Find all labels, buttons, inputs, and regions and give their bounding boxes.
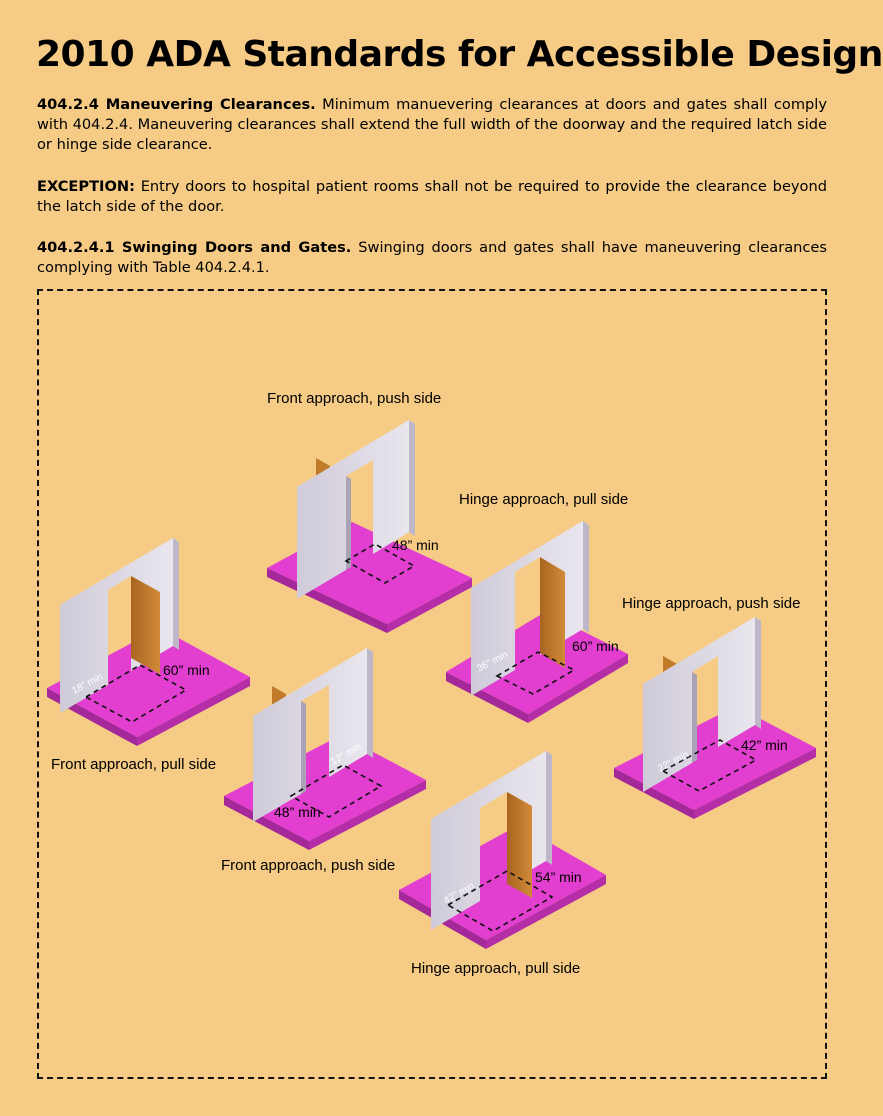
wall	[471, 521, 583, 696]
diagram-caption: Hinge approach, push side	[622, 595, 800, 612]
exception-heading: EXCEPTION:	[37, 178, 135, 195]
wall-side	[583, 521, 589, 633]
dimension-label: 42” min	[741, 737, 788, 753]
diagram-caption: Hinge approach, pull side	[459, 491, 628, 508]
wall-side	[409, 420, 415, 536]
exception-text: Entry doors to hospital patient rooms sh…	[37, 178, 827, 215]
wall-side	[755, 617, 761, 729]
section-heading: 404.2.4 Maneuvering Clearances.	[37, 96, 316, 113]
dimension-label: 60” min	[163, 662, 210, 678]
figure-frame	[37, 289, 827, 1079]
floor-side	[224, 796, 309, 850]
floor-side	[614, 768, 694, 819]
exception-paragraph: EXCEPTION: Entry doors to hospital patie…	[37, 177, 827, 217]
dimension-label: 48” min	[274, 804, 321, 820]
floor-side	[528, 654, 628, 723]
door	[540, 557, 565, 668]
clearance-zone	[344, 543, 416, 584]
floor-side	[387, 578, 472, 633]
wall-side	[546, 751, 552, 865]
floor-side	[486, 875, 606, 949]
floor	[224, 735, 426, 841]
doorway-jamb	[346, 476, 351, 570]
floor	[47, 628, 250, 737]
clearance-zone	[661, 739, 758, 792]
diagram-front-push-lower: 48” min 12” min Front approach, push sid…	[221, 648, 426, 874]
doorway-jamb	[692, 672, 697, 763]
wall	[60, 538, 173, 713]
diagram-hinge-pull-middle: 60” min 36” min Hinge approach, pull sid…	[446, 491, 628, 723]
wall	[253, 648, 367, 822]
floor-side	[137, 677, 250, 746]
door	[131, 576, 160, 674]
section-404-2-4-1: 404.2.4.1 Swinging Doors and Gates. Swin…	[37, 238, 827, 278]
clearance-diagrams: 48” min Front approach, push side 60” mi…	[47, 390, 816, 977]
wall-side	[173, 538, 179, 650]
section-text: Swinging doors and gates shall have mane…	[37, 239, 828, 276]
section-text: Minimum manuevering clearances at doors …	[37, 96, 827, 153]
floor	[446, 612, 628, 714]
page-title: 2010 ADA Standards for Accessible Design	[36, 34, 883, 75]
door	[507, 792, 532, 898]
section-heading: 404.2.4.1 Swinging Doors and Gates.	[37, 239, 352, 256]
diagram-caption: Front approach, push side	[267, 390, 441, 407]
diagram-front-push-top: 48” min Front approach, push side	[267, 390, 472, 633]
wall	[297, 420, 409, 599]
floor-side	[446, 672, 528, 723]
diagram-hinge-push-right: 42” min 22” min Hinge approach, push sid…	[614, 595, 816, 819]
doorway-jamb	[301, 701, 306, 794]
floor-side	[694, 748, 816, 819]
section-404-2-4: 404.2.4 Maneuvering Clearances. Minimum …	[37, 95, 827, 155]
floor-side	[309, 780, 426, 850]
wall-side	[367, 648, 373, 758]
floor	[614, 706, 816, 810]
diagram-caption: Hinge approach, pull side	[411, 960, 580, 977]
wall	[431, 751, 546, 930]
clearance-zone	[495, 651, 576, 695]
clearance-zone	[446, 870, 554, 932]
wall	[643, 617, 755, 792]
dimension-label: 54” min	[535, 869, 582, 885]
clearance-zone	[289, 764, 383, 818]
diagram-caption: Front approach, pull side	[51, 756, 216, 773]
diagram-caption: Front approach, push side	[221, 857, 395, 874]
diagram-hinge-pull-bottom: 54” min 42” min Hinge approach, pull sid…	[399, 751, 606, 977]
dimension-label: 60” min	[572, 638, 619, 654]
diagram-front-pull-left: 60” min 18” min Front approach, pull sid…	[47, 538, 250, 773]
dimension-label: 48” min	[392, 537, 439, 553]
